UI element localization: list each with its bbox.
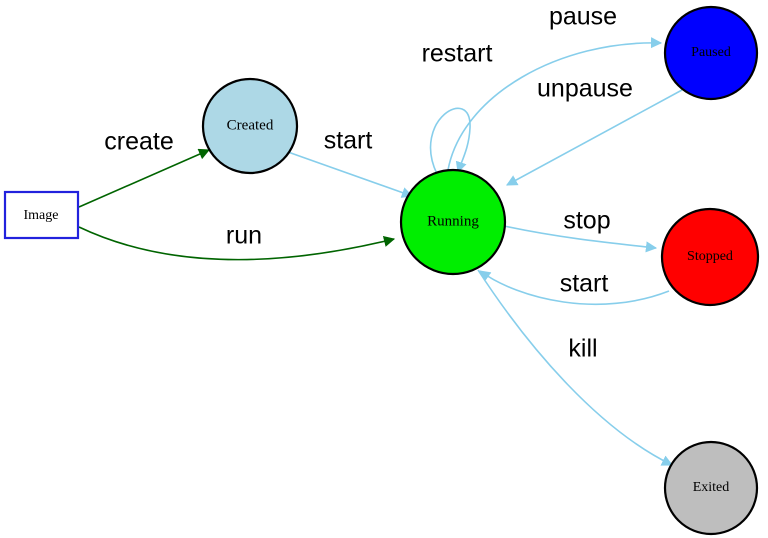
edge-run-label: run bbox=[226, 222, 262, 250]
edge-pause-label: pause bbox=[549, 3, 617, 31]
node-exited-label: Exited bbox=[693, 480, 730, 495]
edge-create[interactable]: create bbox=[78, 128, 211, 208]
edge-restart-label: restart bbox=[422, 40, 493, 68]
edge-pause[interactable]: pause bbox=[447, 3, 663, 171]
edge-start-created-running-label: start bbox=[324, 127, 373, 155]
node-image-shape bbox=[3, 190, 80, 240]
node-running-shape bbox=[399, 168, 507, 276]
edge-stop-path bbox=[503, 225, 658, 253]
node-paused-shape bbox=[663, 5, 759, 101]
node-running-label: Running bbox=[427, 213, 479, 229]
node-exited[interactable]: Exited bbox=[663, 440, 759, 536]
node-created[interactable]: Created bbox=[201, 77, 299, 175]
edge-run-path bbox=[78, 226, 396, 261]
edge-unpause[interactable]: unpause bbox=[506, 75, 683, 186]
edge-stop-label: stop bbox=[563, 207, 610, 235]
node-stopped-label: Stopped bbox=[687, 249, 733, 264]
node-created-shape bbox=[201, 77, 299, 175]
node-paused-label: Paused bbox=[691, 45, 731, 60]
edge-unpause-path bbox=[506, 89, 683, 186]
node-paused[interactable]: Paused bbox=[663, 5, 759, 101]
edges-layer: create run start restart pause bbox=[78, 3, 683, 466]
node-image[interactable]: Image bbox=[3, 190, 80, 240]
edge-restart-path bbox=[429, 107, 471, 175]
edge-run[interactable]: run bbox=[78, 222, 396, 261]
edge-kill[interactable]: kill bbox=[477, 269, 674, 466]
node-image-label: Image bbox=[24, 208, 59, 223]
edge-stop[interactable]: stop bbox=[503, 207, 658, 253]
edge-start-stopped-running-path bbox=[479, 270, 670, 306]
node-running[interactable]: Running bbox=[399, 168, 507, 276]
edge-start-created-running[interactable]: start bbox=[287, 127, 414, 198]
edge-start-stopped-running-label: start bbox=[560, 270, 609, 298]
node-exited-shape bbox=[663, 440, 759, 536]
edge-restart[interactable]: restart bbox=[422, 40, 493, 175]
edge-create-path bbox=[78, 148, 211, 208]
node-stopped[interactable]: Stopped bbox=[660, 207, 760, 307]
edge-unpause-label: unpause bbox=[537, 75, 633, 103]
edge-create-label: create bbox=[104, 128, 173, 156]
node-created-label: Created bbox=[227, 117, 274, 133]
edge-pause-path bbox=[447, 37, 663, 171]
nodes-layer: Image Created Running Paused Stopped bbox=[3, 5, 760, 536]
edge-start-created-running-path bbox=[287, 151, 414, 198]
edge-start-stopped-running[interactable]: start bbox=[479, 270, 670, 306]
edge-kill-path bbox=[477, 269, 674, 466]
node-stopped-shape bbox=[660, 207, 760, 307]
edge-kill-label: kill bbox=[568, 335, 597, 363]
